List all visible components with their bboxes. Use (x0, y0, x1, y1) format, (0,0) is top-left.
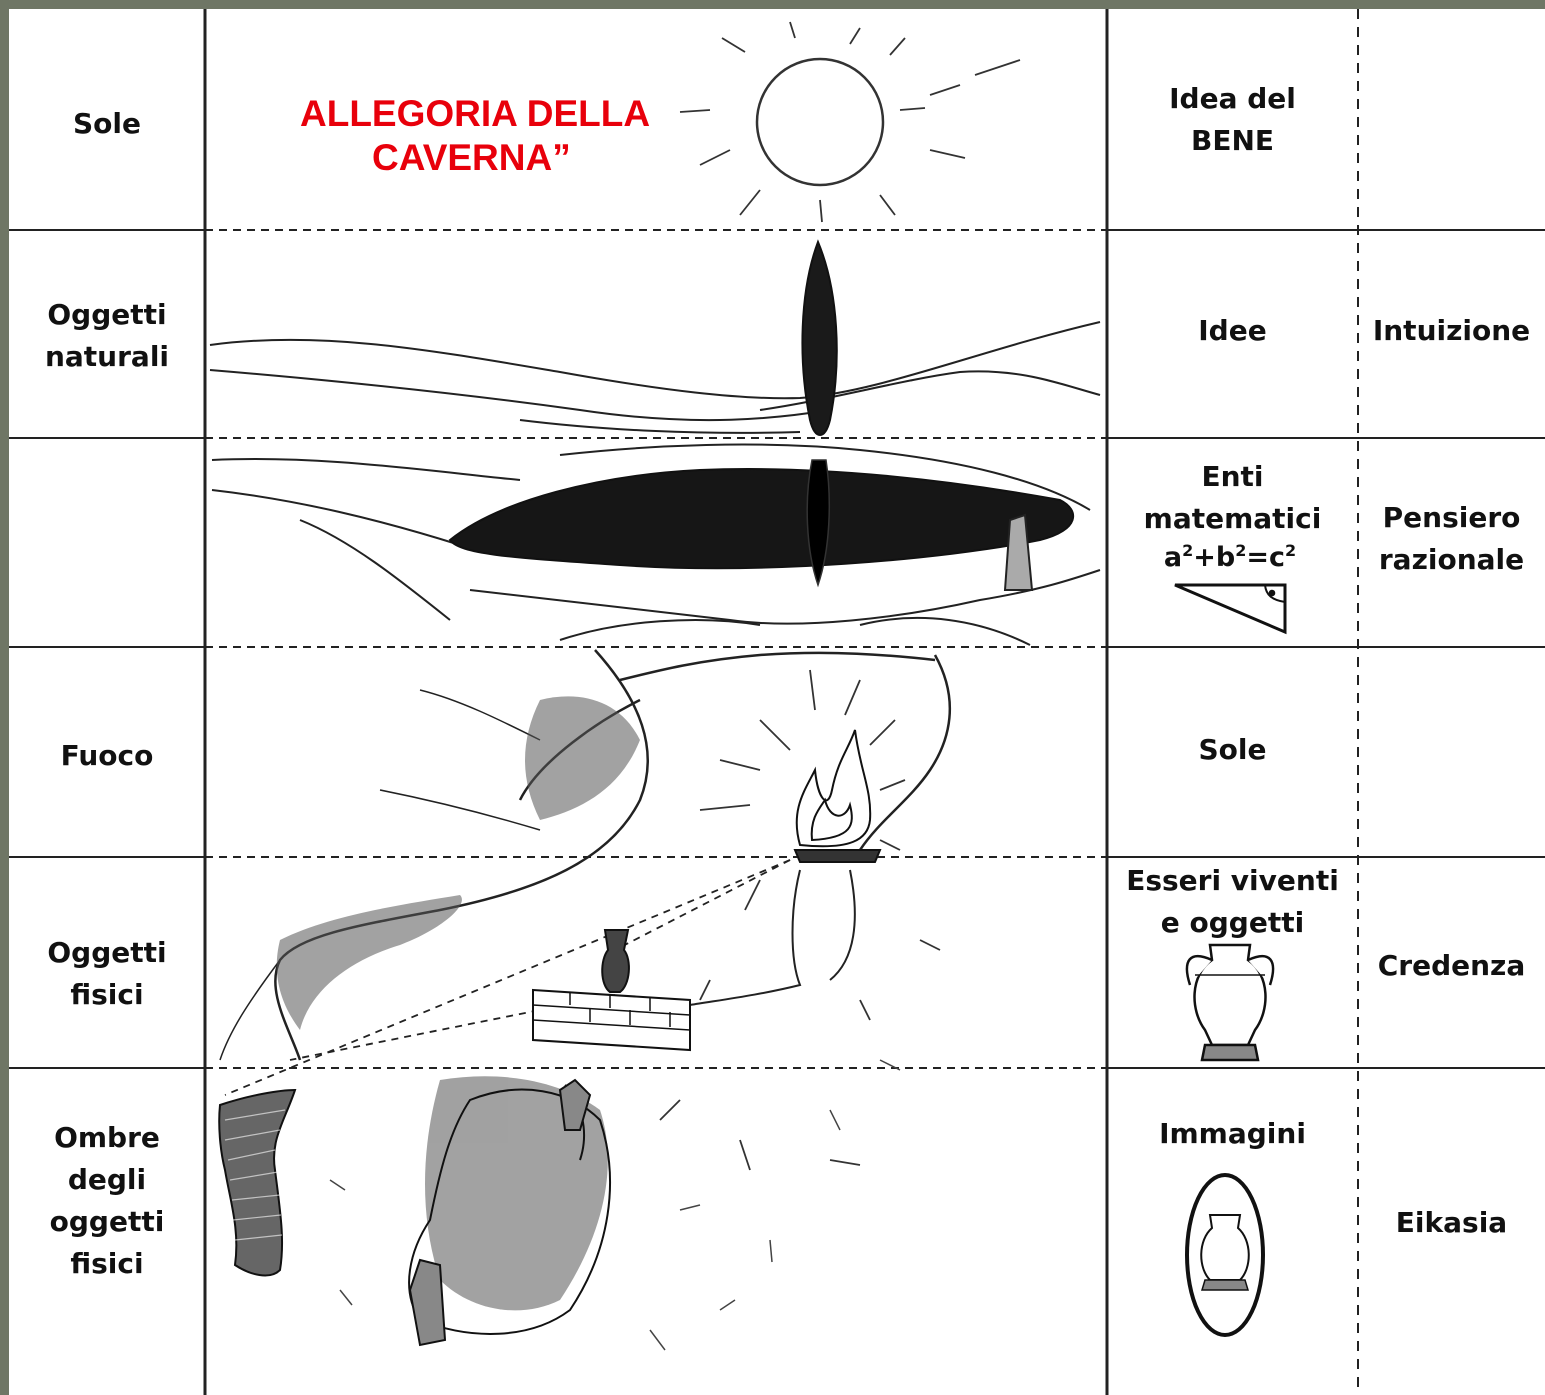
left-label-sun: Sole (9, 103, 205, 145)
wall-icon (533, 990, 690, 1050)
knowledge-label-intuition: Intuizione (1358, 310, 1545, 352)
cypress-tree-icon (802, 242, 836, 435)
carried-object-figure (602, 930, 629, 992)
oval-vase-image-icon (1187, 1175, 1263, 1335)
fire-light-rays (660, 670, 940, 1170)
back-wall-shadow (219, 1090, 295, 1275)
right-triangle-icon (1175, 585, 1285, 632)
cave-path (671, 870, 855, 1040)
amphora-icon (1187, 945, 1273, 1060)
objects-label-idea-of-good: Idea del BENE (1107, 78, 1358, 162)
objects-label-sun: Sole (1107, 729, 1358, 771)
left-label-fire: Fuoco (9, 735, 205, 777)
knowledge-label-rational-thought: Pensiero razionale (1358, 497, 1545, 581)
left-label-physical-objects: Oggetti fisici (9, 932, 205, 1016)
objects-label-ideas: Idee (1107, 310, 1358, 352)
diagram-title: ALLEGORIA DELLA CAVERNA” (300, 92, 780, 180)
hills-landscape (210, 322, 1100, 433)
title-line-1: ALLEGORIA DELLA (300, 92, 780, 136)
left-label-shadows: Ombre degli oggetti fisici (9, 1117, 205, 1285)
objects-label-images: Immagini (1107, 1113, 1358, 1155)
left-label-natural-objects: Oggetti naturali (9, 294, 205, 378)
objects-label-living-beings: Esseri viventi e oggetti (1107, 860, 1358, 944)
knowledge-label-belief: Credenza (1358, 945, 1545, 987)
title-line-2: CAVERNA” (300, 136, 780, 180)
lake-reflection (450, 460, 1073, 585)
objects-label-math-entities: Enti matematici (1107, 456, 1358, 540)
pythagorean-formula: a2+b2=c2 (1140, 536, 1320, 573)
knowledge-label-eikasia: Eikasia (1358, 1202, 1545, 1244)
